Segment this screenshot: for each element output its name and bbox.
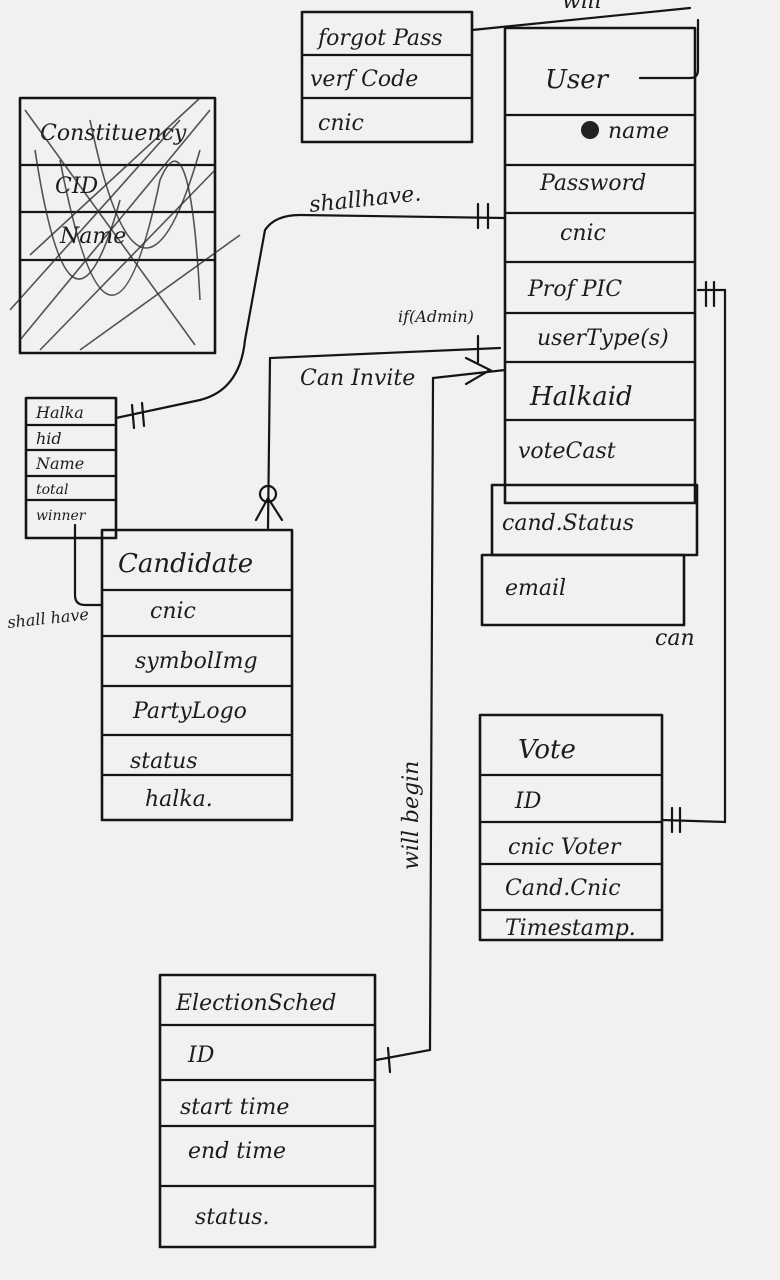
candidate-status-field: status	[130, 749, 198, 774]
if-admin-label: if(Admin)	[398, 307, 474, 326]
user-type-field: userType(s)	[537, 326, 669, 351]
vote-title: Vote	[518, 735, 576, 765]
entity-candidate: Candidate cnic symbolImg PartyLogo statu…	[100, 528, 294, 822]
entity-constituency: Constituency CID Name	[9, 96, 241, 355]
halka-title: Halka	[35, 403, 84, 422]
candidate-party-logo-field: PartyLogo	[132, 699, 247, 724]
vote-timestamp-field: Timestamp.	[505, 916, 636, 941]
shall-have-left-label: shall have	[6, 605, 89, 632]
constituency-title: Constituency	[40, 121, 187, 146]
rel-candidate-user	[266, 346, 502, 530]
halka-winner-field: winner	[36, 508, 87, 524]
user-name-field: name	[608, 119, 669, 144]
candidate-symbol-field: symbolImg	[135, 649, 258, 674]
rel-election-user	[374, 368, 507, 1062]
election-id-field: ID	[187, 1043, 215, 1068]
election-sched-title: ElectionSched	[175, 991, 336, 1016]
candidate-cnic-field: cnic	[150, 599, 196, 624]
entity-user: User name Password cnic Prof PIC userTyp…	[480, 26, 699, 627]
forgot-cnic-field: cnic	[318, 111, 364, 136]
can-invite-label: Can Invite	[300, 366, 415, 391]
halka-one-mark-1	[130, 403, 136, 430]
user-email-field: email	[505, 576, 566, 601]
vote-cand-cnic-field: Cand.Cnic	[505, 876, 621, 901]
user-password-field: Password	[539, 171, 646, 196]
election-one-mark	[386, 1046, 392, 1074]
candidate-title: Candidate	[118, 549, 253, 579]
user-halkaid-field: Halkaid	[529, 382, 633, 412]
cross-out-scribble	[9, 97, 241, 351]
can-label: can	[655, 626, 695, 651]
user-prof-pic-field: Prof PIC	[527, 277, 622, 302]
entity-halka: Halka hid Name total winner	[24, 396, 118, 540]
election-end-time-field: end time	[188, 1139, 286, 1164]
rel-halka-user	[114, 213, 507, 420]
user-cnic-field: cnic	[560, 221, 606, 246]
constituency-name-field: Name	[59, 224, 126, 249]
candidate-halka-field: halka.	[145, 787, 213, 812]
will-begin-label: will begin	[399, 761, 424, 870]
user-votecast-field: voteCast	[518, 439, 616, 464]
rel-forgot-user	[470, 6, 692, 32]
election-status-field: status.	[195, 1205, 270, 1230]
verf-code-field: verf Code	[310, 67, 418, 92]
forgot-pass-field: forgot Pass	[316, 26, 443, 51]
entity-election-sched: ElectionSched ID start time end time sta…	[158, 973, 377, 1249]
vote-id-field: ID	[514, 789, 542, 814]
constituency-cid-field: CID	[55, 174, 99, 199]
top-cut-label: will	[562, 0, 602, 14]
halka-one-mark-2	[140, 401, 146, 428]
crowfoot-user	[464, 356, 493, 386]
user-title: User	[545, 65, 610, 95]
rel-user-vote	[660, 288, 727, 824]
crowfoot-circle	[258, 484, 278, 504]
crowfoot-candidate	[254, 495, 284, 522]
entity-forgot-pass: forgot Pass verf Code cnic	[300, 10, 474, 144]
user-cand-status-field: cand.Status	[502, 511, 634, 536]
vote-cnic-voter-field: cnic Voter	[508, 835, 622, 860]
halka-total-field: total	[36, 482, 69, 498]
halka-name-field: Name	[35, 454, 84, 473]
rel-halka-candidate	[73, 523, 104, 607]
entity-vote: Vote ID cnic Voter Cand.Cnic Timestamp.	[478, 713, 664, 942]
key-icon	[581, 121, 599, 139]
election-start-time-field: start time	[180, 1095, 289, 1120]
shall-have-top-label: shallhave.	[308, 181, 422, 218]
halka-hid-field: hid	[36, 429, 62, 448]
